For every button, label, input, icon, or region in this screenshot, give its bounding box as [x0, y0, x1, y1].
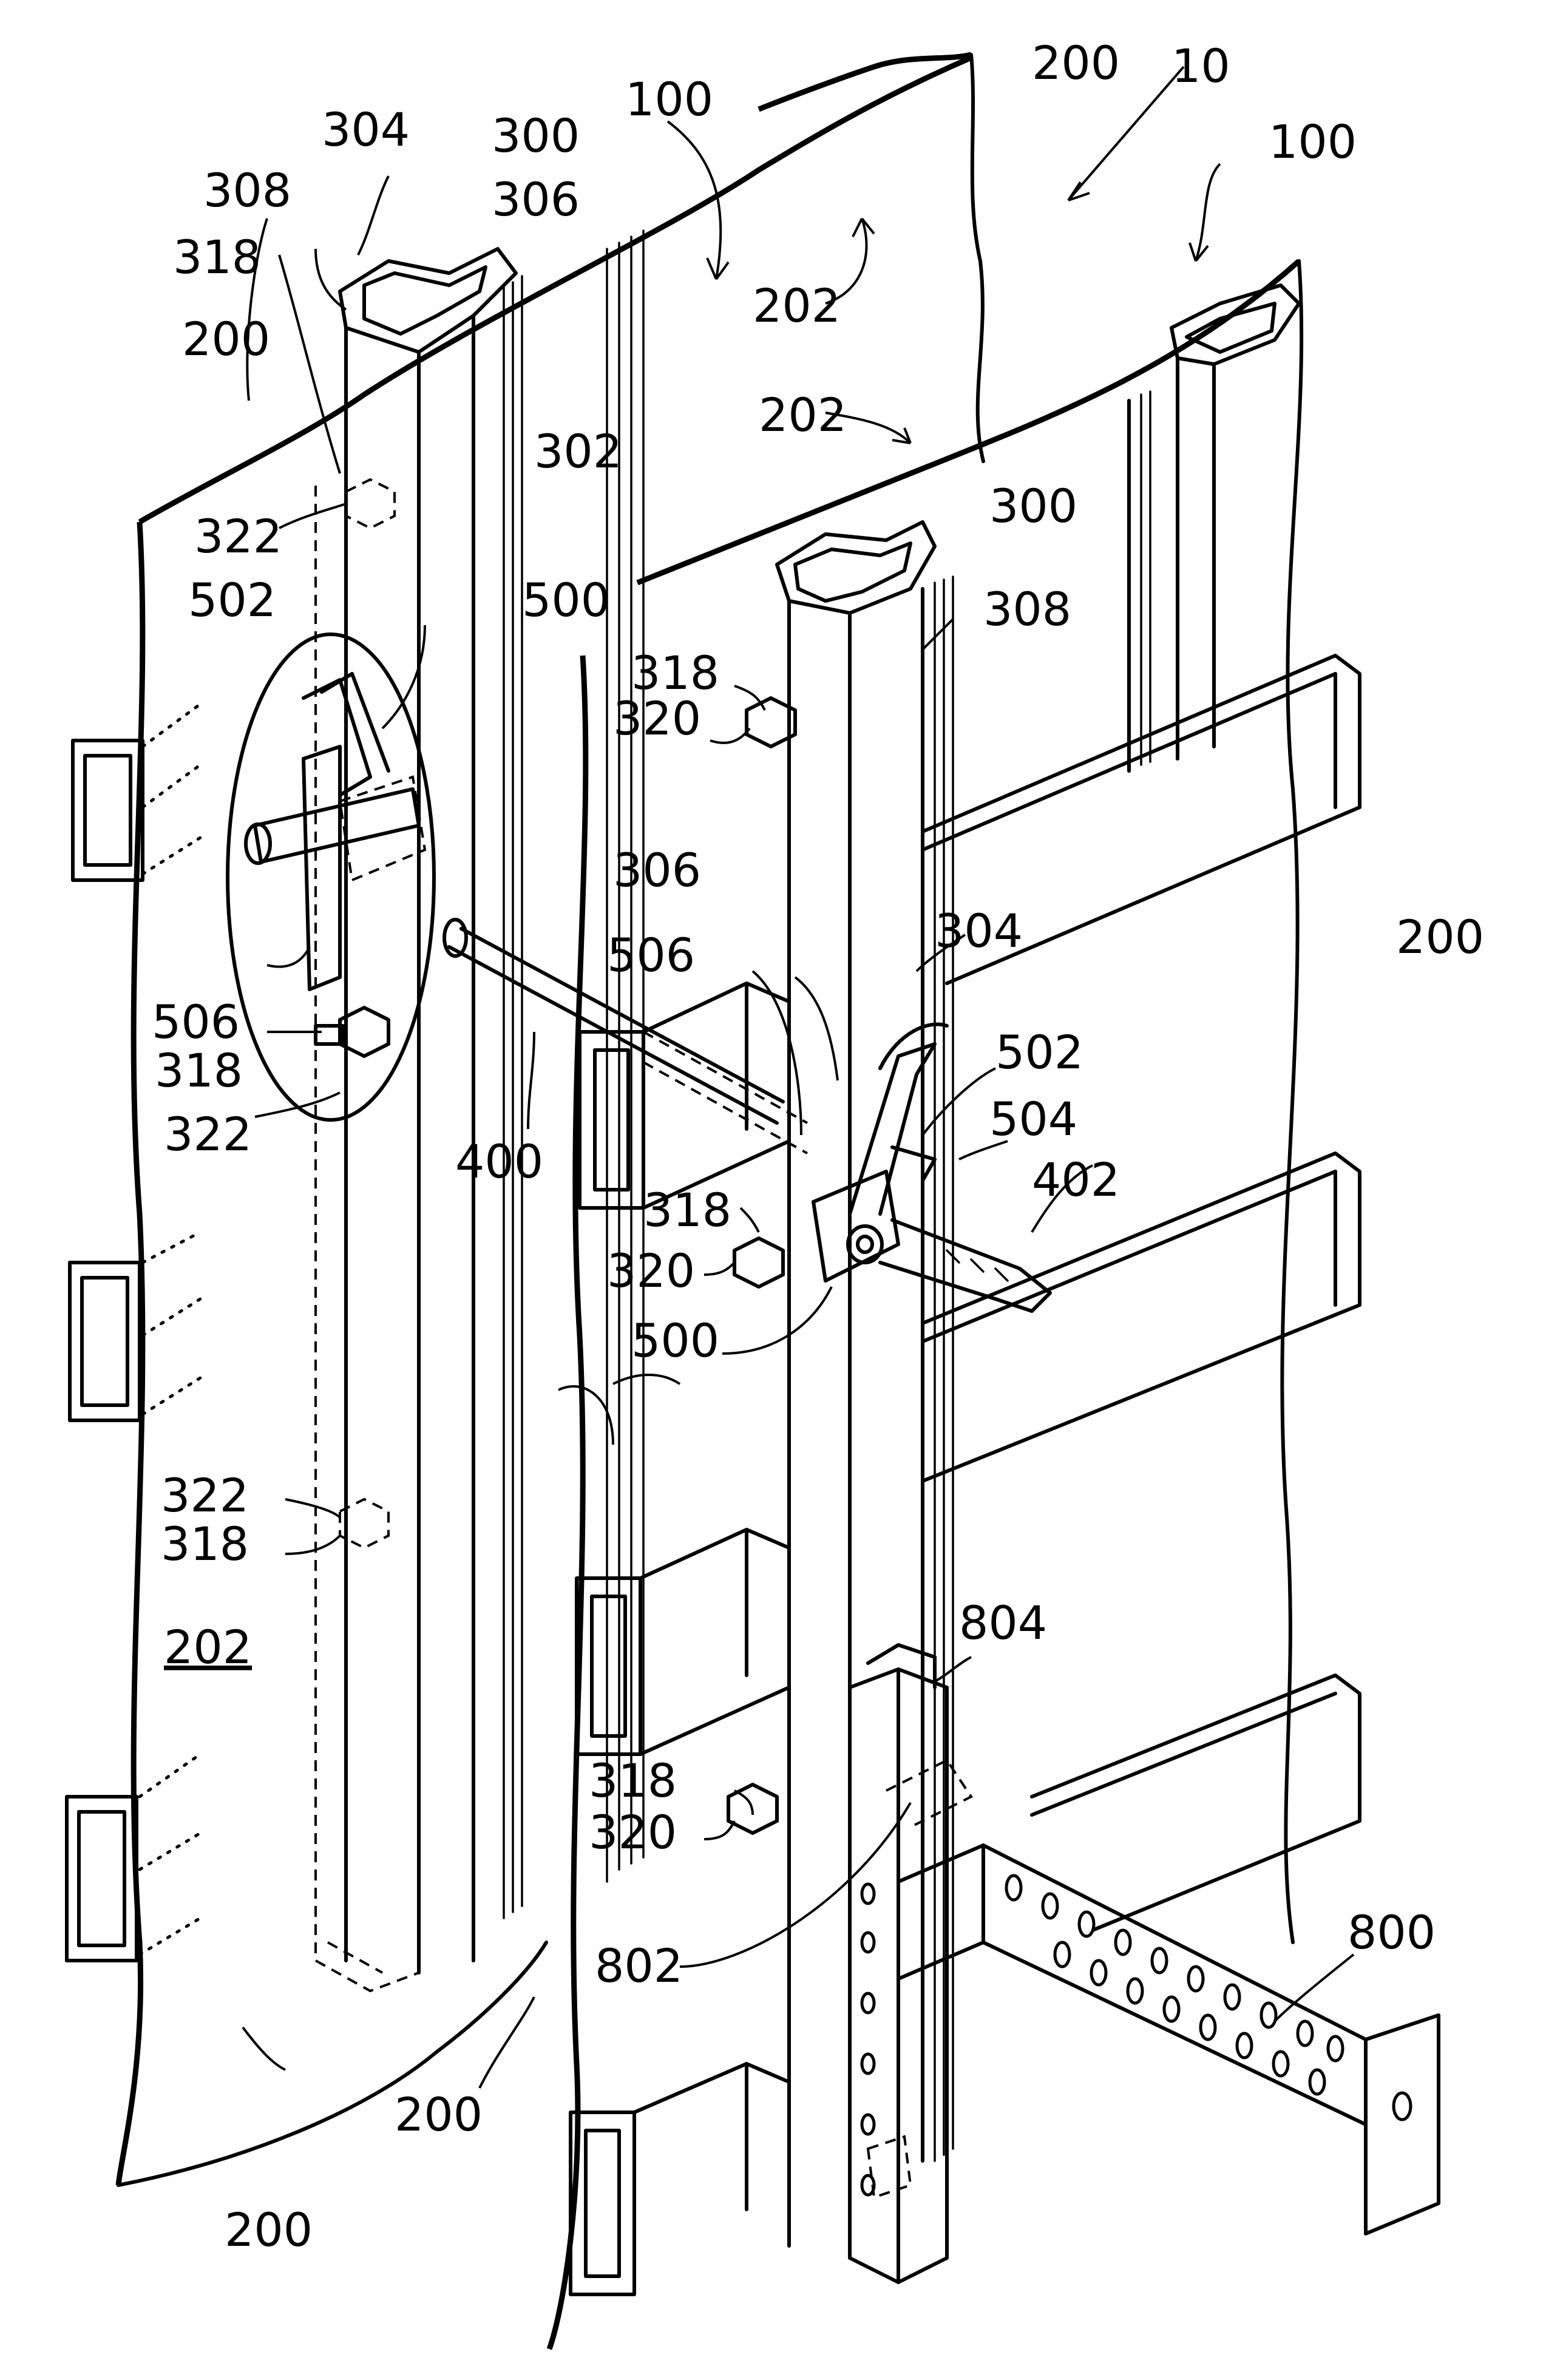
bolts: [340, 480, 795, 1833]
label-402: 402: [1032, 1153, 1120, 1207]
label-302: 302: [534, 424, 622, 478]
label-800: 800: [1348, 1905, 1436, 1959]
label-320-a: 320: [613, 691, 701, 745]
label-202-b: 202: [759, 388, 847, 442]
label-322-b: 322: [164, 1107, 252, 1161]
label-200-e: 200: [225, 2203, 313, 2257]
label-306-b: 306: [613, 843, 701, 897]
label-200-b: 200: [182, 312, 270, 366]
label-200-d: 200: [395, 2087, 483, 2141]
label-506-a: 506: [152, 995, 240, 1049]
label-802: 802: [595, 1939, 683, 1993]
label-306-a: 306: [492, 172, 580, 226]
label-318-f: 318: [589, 1754, 677, 1808]
label-318-e: 318: [161, 1517, 249, 1571]
reference-labels: 10 100 100 200 200 200 200 200 202 202 2…: [152, 36, 1484, 2257]
label-202-a: 202: [753, 279, 841, 333]
label-200-a: 200: [1032, 36, 1120, 90]
detail-circle: [228, 634, 434, 1120]
label-320-c: 320: [589, 1805, 677, 1859]
label-308-b: 308: [983, 582, 1071, 636]
label-10: 10: [1171, 39, 1230, 93]
label-202-c: 202: [164, 1620, 252, 1674]
label-502-a: 502: [188, 573, 276, 627]
label-300-a: 300: [492, 109, 580, 163]
wedge-clamp: [813, 1025, 947, 1281]
scaffold-bracket: [850, 1645, 1439, 2282]
label-320-b: 320: [607, 1244, 695, 1298]
label-322-a: 322: [194, 509, 282, 563]
label-300-b: 300: [989, 479, 1077, 533]
label-500-b: 500: [631, 1314, 719, 1368]
label-308-a: 308: [203, 163, 291, 217]
label-318-a: 318: [173, 230, 261, 284]
label-318-c: 318: [155, 1043, 243, 1097]
label-100-a: 100: [625, 72, 713, 126]
label-304-a: 304: [322, 103, 410, 157]
label-318-d: 318: [643, 1183, 731, 1237]
label-500-a: 500: [522, 573, 610, 627]
label-100-b: 100: [1269, 115, 1357, 169]
label-322-c: 322: [161, 1468, 249, 1522]
label-400: 400: [455, 1134, 543, 1188]
leader-lines: [243, 67, 1354, 2088]
label-304-b: 304: [935, 904, 1023, 958]
label-504: 504: [989, 1092, 1077, 1146]
label-200-c: 200: [1396, 910, 1484, 964]
label-502-b: 502: [995, 1025, 1083, 1079]
label-506-b: 506: [607, 928, 695, 982]
label-804: 804: [959, 1596, 1047, 1650]
